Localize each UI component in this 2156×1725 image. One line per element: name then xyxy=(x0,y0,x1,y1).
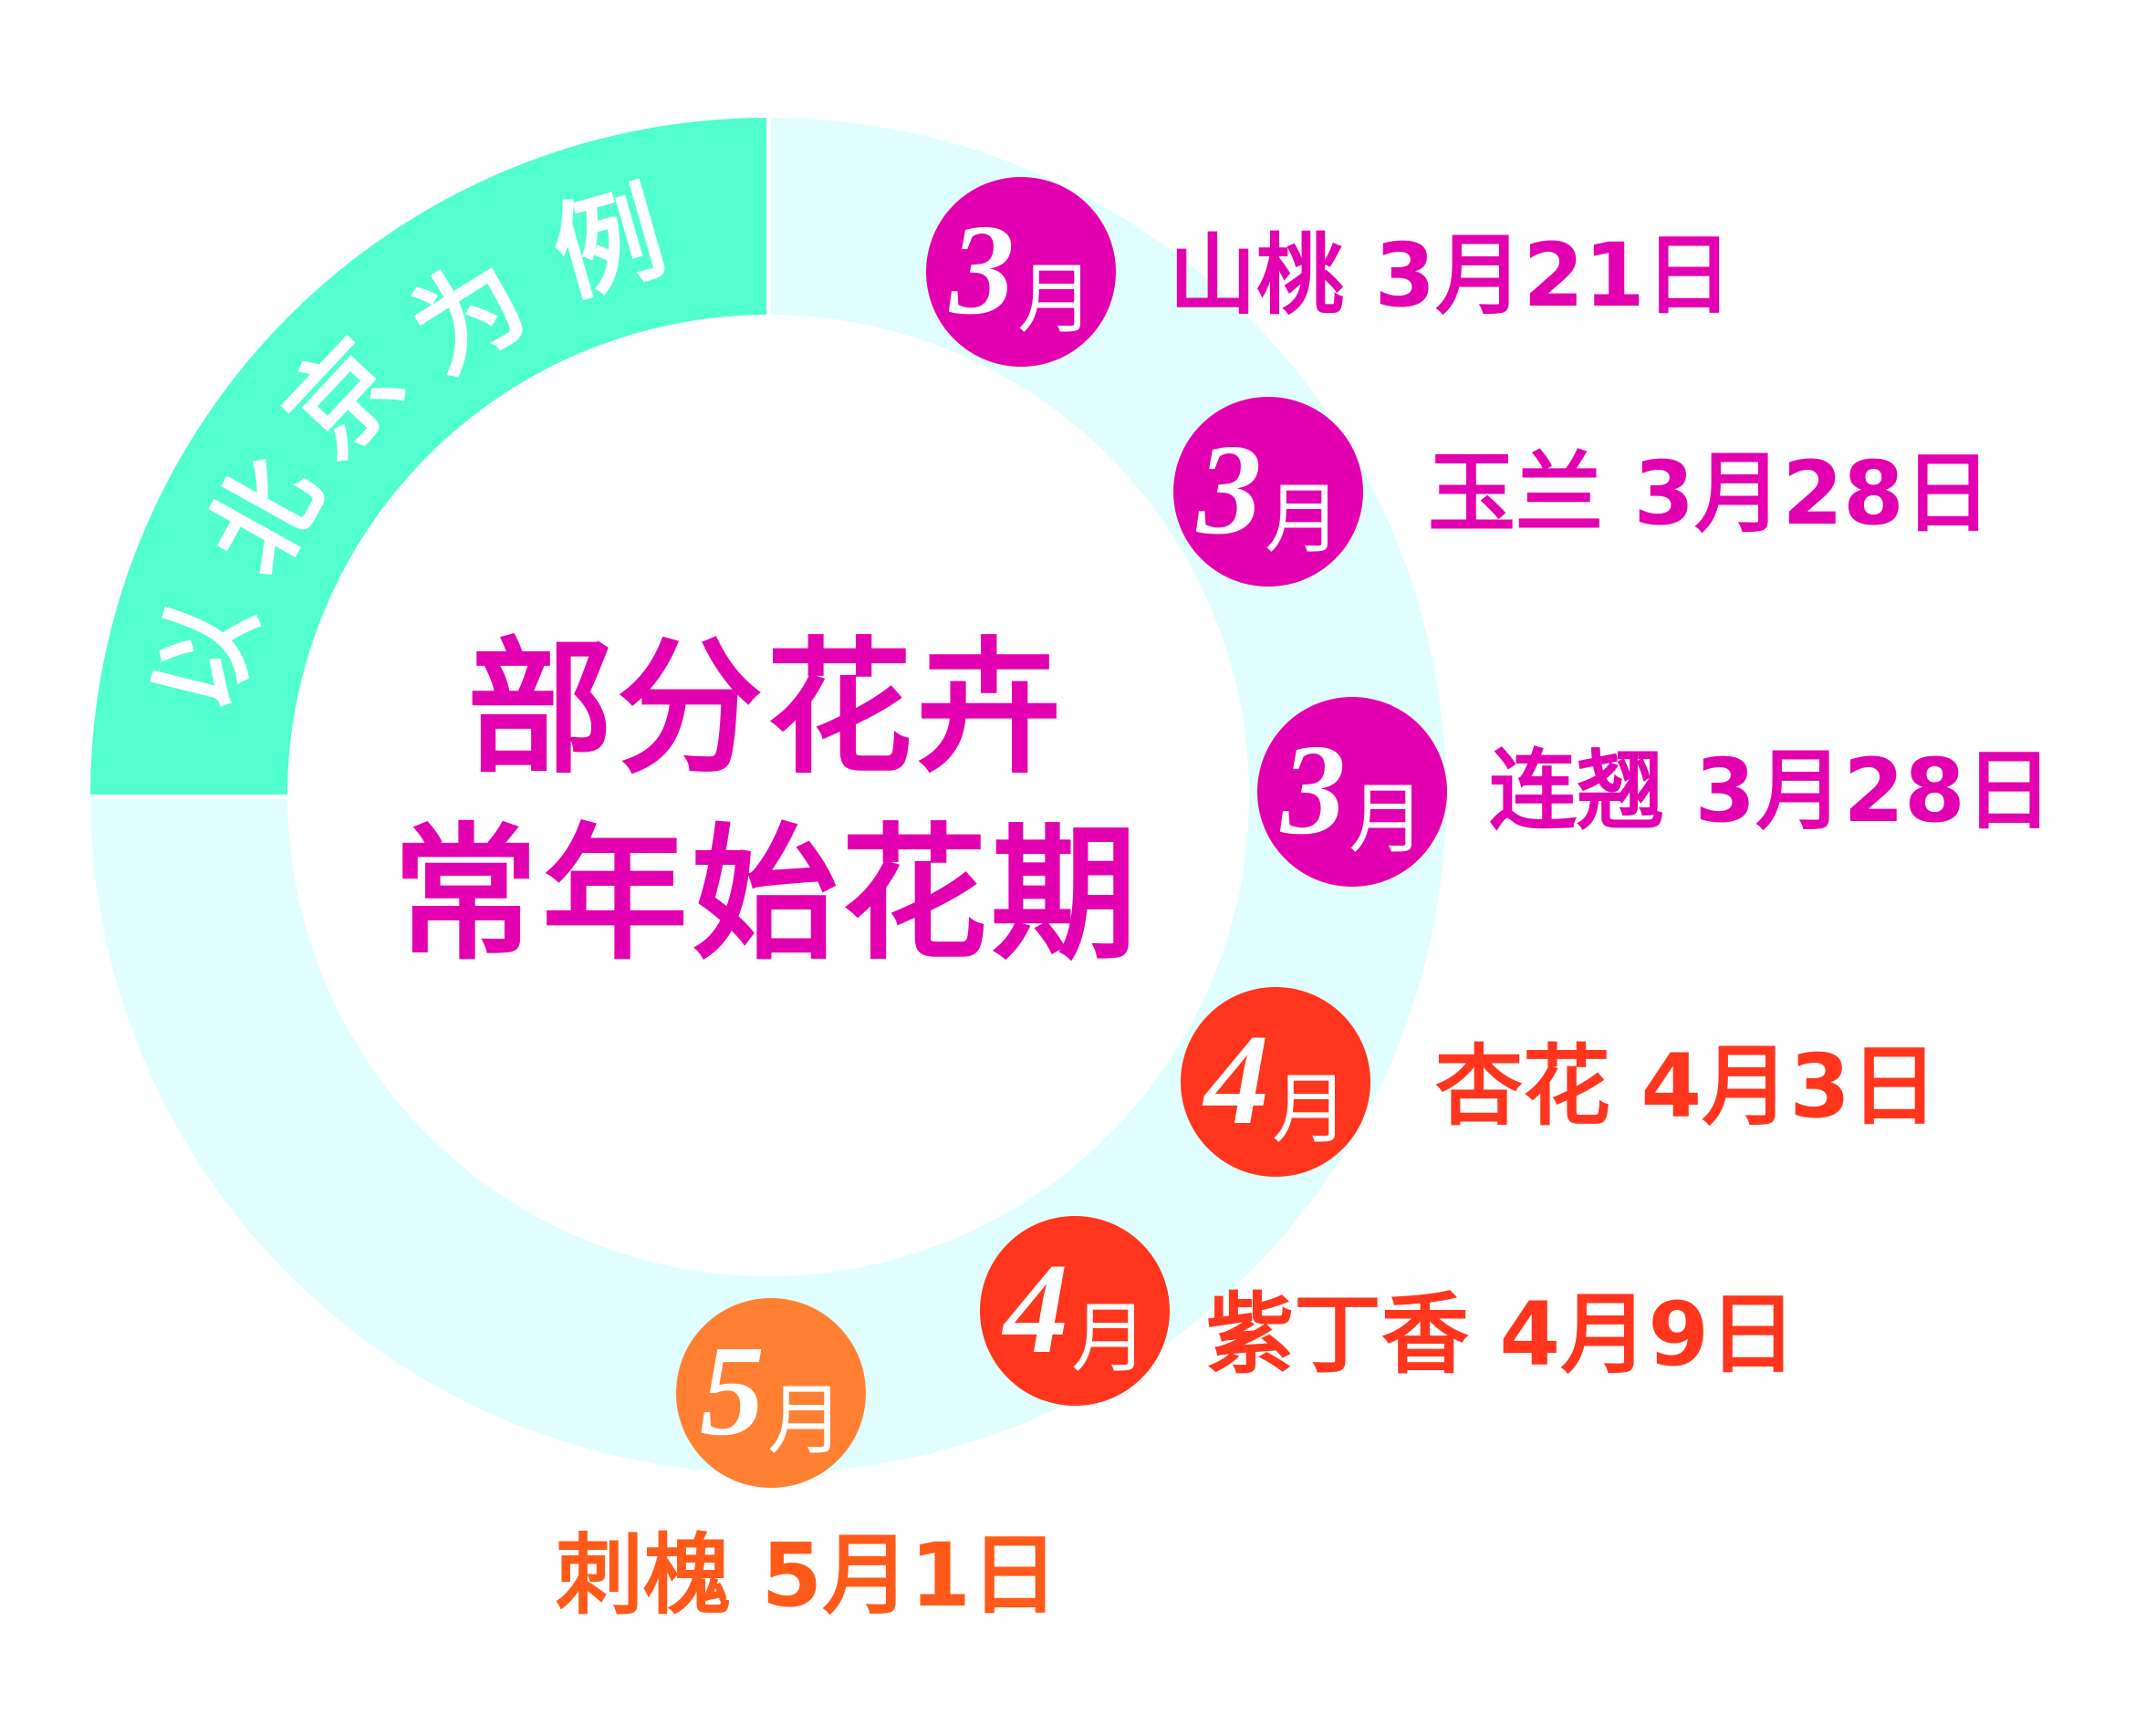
flower-label-zidingxiang: 紫丁香 4月9日 xyxy=(1206,1283,1797,1386)
badge-month-number: 5 xyxy=(700,1318,765,1462)
page-title-line-1: 部分花卉 xyxy=(466,622,1066,794)
flower-label-xinghua: 杏花 4月3日 xyxy=(1435,1035,1939,1138)
flower-label-shantao: 山桃 3月21日 xyxy=(1169,224,1733,327)
badge-month-number: 3 xyxy=(1197,417,1262,561)
badge-month-unit: 月 xyxy=(1272,1065,1349,1154)
month-badge-zidingxiang: 4 月 xyxy=(980,1216,1170,1406)
flower-label-lianqiao: 连翘 3月28日 xyxy=(1489,740,2053,842)
badge-month-number: 4 xyxy=(1004,1236,1068,1380)
badge-month-unit: 月 xyxy=(1349,774,1426,864)
badge-month-unit: 月 xyxy=(767,1376,845,1465)
month-badge-lianqiao: 3 月 xyxy=(1257,697,1447,887)
badge-month-unit: 月 xyxy=(1017,255,1095,344)
badge-month-unit: 月 xyxy=(1265,474,1342,564)
flower-label-yulan: 玉兰 3月28日 xyxy=(1428,442,1992,545)
month-badge-shantao: 3 月 xyxy=(926,177,1116,367)
month-badge-xinghua: 4 月 xyxy=(1181,987,1370,1177)
page-title-line-2: 常年始花期 xyxy=(391,808,1140,980)
flower-label-cihuai: 刺槐 5月1日 xyxy=(556,1524,1059,1626)
badge-month-number: 4 xyxy=(1204,1007,1269,1151)
ring-accent-segment xyxy=(90,118,766,795)
month-badge-yulan: 3 月 xyxy=(1173,397,1363,587)
badge-month-unit: 月 xyxy=(1071,1294,1149,1383)
month-badge-cihuai: 5 月 xyxy=(676,1298,866,1488)
badge-month-number: 3 xyxy=(950,197,1015,341)
badge-month-number: 3 xyxy=(1281,717,1346,861)
